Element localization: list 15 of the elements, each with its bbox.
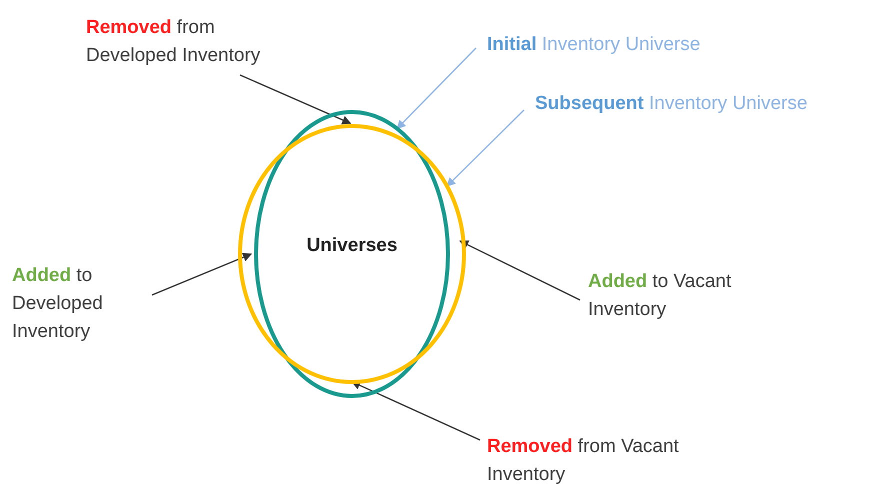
- leader-arrow: [152, 252, 252, 296]
- leader-arrow: [240, 74, 352, 124]
- center-label: Universes: [306, 234, 398, 258]
- leader-arrow: [459, 240, 580, 301]
- callout-text: Removed from Vacant Inventory: [487, 433, 687, 487]
- callout-text: Added to Developed Inventory: [12, 262, 147, 346]
- leader-arrow: [351, 381, 480, 441]
- callout-text: Initial Inventory Universe: [487, 31, 787, 59]
- universe-ellipse: [254, 110, 450, 398]
- leader-arrow: [446, 110, 524, 187]
- callout-text: Added to Vacant Inventory: [588, 268, 788, 324]
- callout-text: Removed from Developed Inventory: [86, 14, 261, 70]
- universe-ellipse: [238, 124, 466, 384]
- callout-text: Subsequent Inventory Universe: [535, 90, 874, 118]
- leader-arrow: [396, 48, 476, 130]
